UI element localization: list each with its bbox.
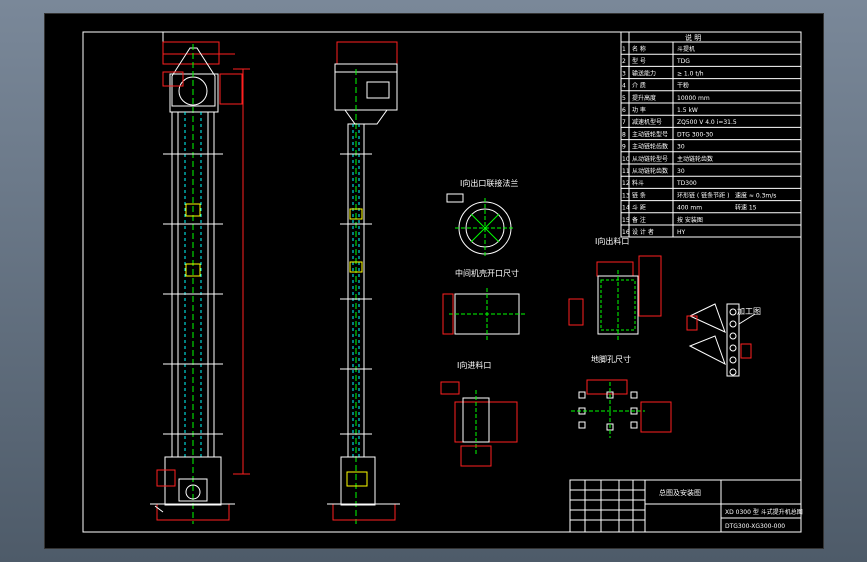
spec-row-key: 提升高度 <box>632 94 656 102</box>
spec-row-index: 13 <box>622 192 630 199</box>
side-head-casing <box>334 63 398 111</box>
spec-row-key: 设 计 者 <box>632 228 654 236</box>
spec-row-value: ≥ 1.0 t/h <box>677 70 704 77</box>
label-inlet: Ⅰ向进料口 <box>457 360 491 370</box>
spec-row-index: 1 <box>622 46 626 53</box>
spec-row-value: TDG <box>676 58 690 65</box>
spec-row-index: 8 <box>622 131 626 138</box>
spec-row-value: 10000 mm <box>677 95 710 102</box>
head-casing <box>171 47 216 107</box>
drawing-border <box>82 31 802 533</box>
title-sheet-label: 总图及安装图 <box>659 488 701 497</box>
spec-row-value: 主动链轮齿数 <box>677 155 713 163</box>
spec-row-index: 5 <box>622 95 626 102</box>
dim-head-width <box>162 41 220 65</box>
spec-row-value: HY <box>677 229 686 236</box>
spec-row-index: 15 <box>622 217 630 224</box>
spec-row-value: ZQ500 V 4.0 i=31.5 <box>677 119 737 126</box>
spec-sub-value: 转速 15 <box>735 204 757 212</box>
label-flange: Ⅰ向出口联接法兰 <box>460 178 518 188</box>
spec-header: 说 明 <box>685 33 701 42</box>
drawing-sheet[interactable]: Ⅰ向出口联接法兰 中间机壳开口尺寸 Ⅰ向进料口 Ⅰ向出料口 地脚孔尺 <box>45 14 823 548</box>
spec-row-key: 料斗 <box>632 179 644 187</box>
label-top-opening: 中间机壳开口尺寸 <box>455 268 519 278</box>
spec-row-index: 3 <box>622 70 626 77</box>
foundation-detail: 地脚孔尺寸 <box>571 354 672 438</box>
elevator-side-view <box>327 41 400 524</box>
spec-row-index: 9 <box>622 144 626 151</box>
label-outlet: Ⅰ向出料口 <box>595 236 629 246</box>
top-opening-detail: 中间机壳开口尺寸 <box>442 268 525 340</box>
spec-row-key: 减速机型号 <box>632 118 662 126</box>
outlet-detail: Ⅰ向出料口 <box>568 236 662 340</box>
spec-row-value: 按 安装图 <box>677 216 703 224</box>
spec-row-key: 输送能力 <box>632 69 656 77</box>
spec-row-index: 16 <box>622 229 630 236</box>
spec-row-index: 4 <box>622 83 626 90</box>
spec-row-index: 12 <box>622 180 630 187</box>
boot-section <box>164 456 222 506</box>
inlet-detail: Ⅰ向进料口 <box>440 360 518 467</box>
spec-row-key: 从动链轮型号 <box>632 155 668 163</box>
spec-row-index: 7 <box>622 119 626 126</box>
spec-row-key: 备 注 <box>632 216 646 224</box>
spec-sub-value: 速度 ≈ 0.3m/s <box>735 191 776 199</box>
title-drawing-number: DTG300-XG300-000 <box>725 523 785 530</box>
title-drawing-name: XD 0300 型 斗式提升机总图 <box>725 508 803 516</box>
spec-row-index: 11 <box>622 168 630 175</box>
spec-row-value: 干粉 <box>677 82 689 90</box>
spec-row-value: 1.5 kW <box>677 107 698 114</box>
label-foundation: 地脚孔尺寸 <box>591 354 631 364</box>
spec-row-key: 型 号 <box>632 57 646 65</box>
title-block: 总图及安装图 XD 0300 型 斗式提升机总图 DTG300-XG300-00… <box>569 479 803 533</box>
spec-row-index: 2 <box>622 58 626 65</box>
spec-row-index: 14 <box>622 205 630 212</box>
spec-row-key: 功 率 <box>632 106 646 114</box>
bucket-detail: 加工图 <box>686 303 761 377</box>
spec-row-key: 介 质 <box>632 82 646 90</box>
label-bucket: 加工图 <box>737 306 761 316</box>
spec-row-key: 主动链轮齿数 <box>632 143 668 151</box>
spec-row-value: 30 <box>677 168 685 175</box>
spec-row-key: 斗 距 <box>632 205 646 212</box>
spec-row-key: 从动链轮齿数 <box>632 167 668 175</box>
spec-row-key: 链 条 <box>632 191 646 199</box>
spec-row-value: 环形链 ( 链条节距 ) <box>677 191 729 199</box>
spec-row-value: 400 mm <box>677 205 702 212</box>
spec-row-index: 10 <box>622 156 630 163</box>
spec-row-value: DTG 300-30 <box>677 131 713 138</box>
flange-detail: Ⅰ向出口联接法兰 <box>446 178 518 258</box>
spec-row-key: 名 称 <box>632 45 646 53</box>
cad-drawing-canvas[interactable]: Ⅰ向出口联接法兰 中间机壳开口尺寸 Ⅰ向进料口 Ⅰ向出料口 地脚孔尺 <box>45 14 823 548</box>
elevator-front-view <box>150 41 250 524</box>
spec-row-value: 斗提机 <box>677 45 695 53</box>
spec-row-key: 主动链轮型号 <box>632 130 668 138</box>
spec-row-value: 30 <box>677 144 685 151</box>
spec-row-value: TD300 <box>676 180 697 187</box>
spec-row-index: 6 <box>622 107 626 114</box>
